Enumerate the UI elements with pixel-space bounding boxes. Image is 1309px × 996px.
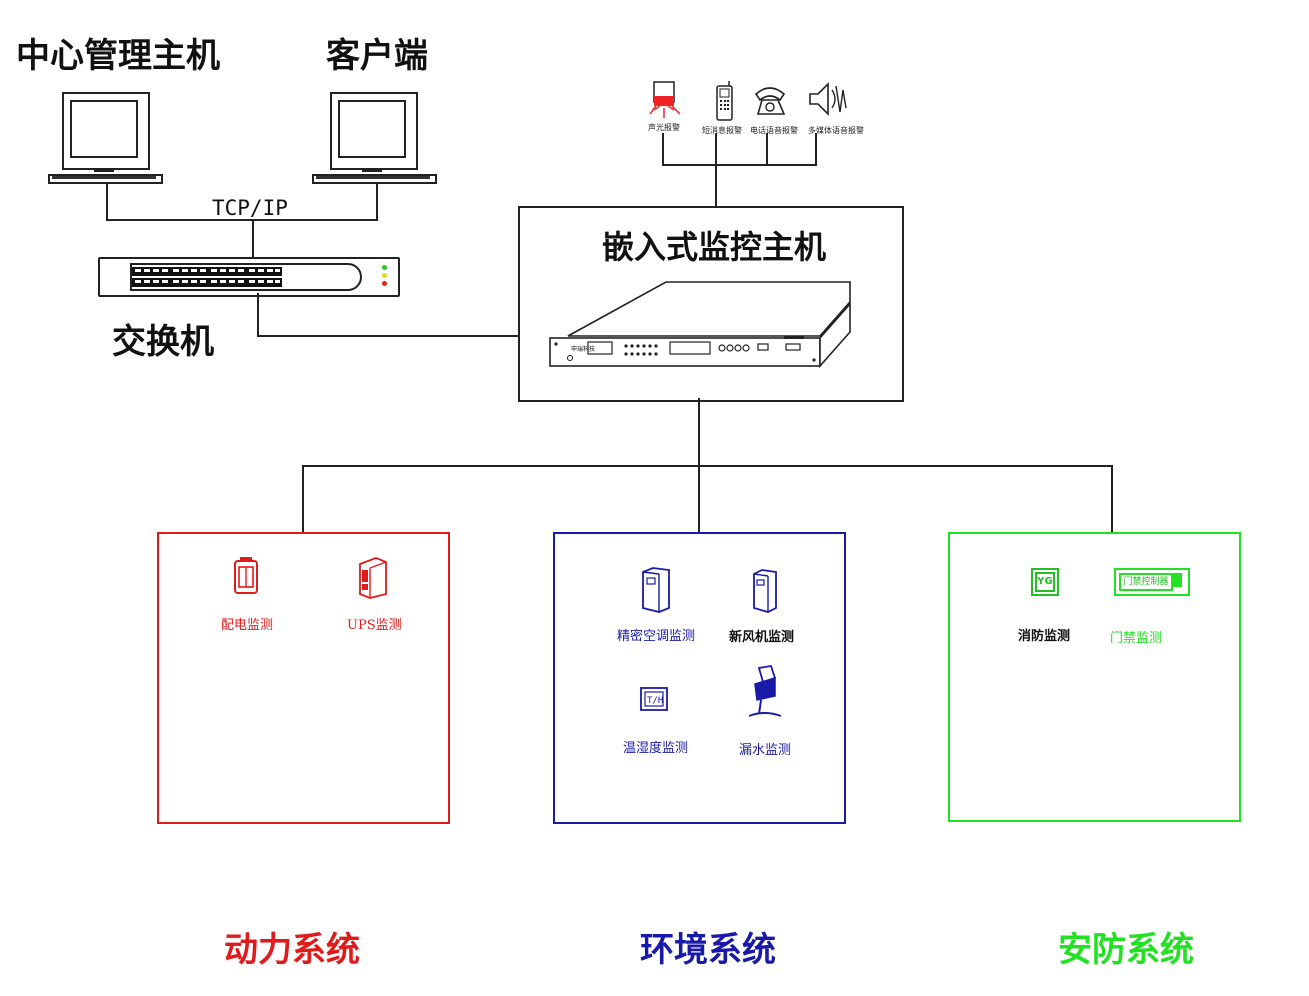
client-label: 客户端 xyxy=(326,36,428,76)
power-item-label: 配电监测 xyxy=(221,618,274,633)
fire-monitor-icon: YG xyxy=(1031,568,1059,596)
telephone-icon xyxy=(754,87,786,115)
power-distribution-icon xyxy=(234,557,258,594)
client-computer-icon xyxy=(312,92,437,184)
central-host-computer-icon xyxy=(48,92,163,184)
temp-humidity-sensor-icon: T/H xyxy=(640,687,668,711)
mobile-phone-icon xyxy=(716,81,733,121)
link-client-down xyxy=(376,184,378,220)
switch-label: 交换机 xyxy=(112,322,214,362)
link-switch-down xyxy=(257,293,259,336)
alarm-label: 声光报警 xyxy=(648,123,680,132)
alarm-drop-telephone xyxy=(766,133,768,165)
switch-led-green xyxy=(382,265,387,270)
link-power-system xyxy=(302,466,304,533)
environment-system-box: 精密空调监测 新风机监测 T/H 温湿度监测 漏水监测 xyxy=(553,532,846,824)
alarm-drop-speaker xyxy=(815,133,817,165)
svg-text:T/H: T/H xyxy=(647,696,663,706)
link-central-down xyxy=(106,184,108,220)
security-system-box: YG 消防监测 门禁控制器 门禁监测 xyxy=(948,532,1241,822)
security-item-label: 消防监测 xyxy=(1018,629,1071,644)
tcpip-label: TCP/IP xyxy=(212,196,288,220)
environment-system-title: 环境系统 xyxy=(640,930,776,970)
link-security-system xyxy=(1111,466,1113,533)
network-switch-icon xyxy=(98,257,400,297)
monitoring-host-device-icon xyxy=(549,281,851,369)
power-system-title: 动力系统 xyxy=(224,930,360,970)
host-title: 嵌入式监控主机 xyxy=(602,228,827,266)
power-item-label: UPS监测 xyxy=(347,618,402,633)
security-system-title: 安防系统 xyxy=(1058,930,1194,970)
ups-icon xyxy=(359,557,387,599)
water-leak-sensor-icon xyxy=(748,664,782,717)
alarm-to-host xyxy=(715,165,717,207)
alarm-label: 短消息报警 xyxy=(702,126,742,135)
environment-item-label: 漏水监测 xyxy=(739,743,792,758)
alarm-drop-siren xyxy=(662,133,664,165)
environment-item-label: 精密空调监测 xyxy=(617,629,696,644)
alarm-label: 电话语音报警 xyxy=(750,126,798,135)
device-brand-label: 申瑞科技 xyxy=(571,346,596,353)
alarm-drop-phone xyxy=(715,133,717,165)
alarm-bus xyxy=(662,164,817,166)
access-control-icon: 门禁控制器 xyxy=(1114,568,1190,596)
switch-led-red xyxy=(382,281,387,286)
security-item-label: 门禁监测 xyxy=(1110,631,1163,646)
environment-item-label: 温湿度监测 xyxy=(623,741,689,756)
systems-bus xyxy=(302,465,1113,467)
fresh-air-unit-icon xyxy=(753,569,777,613)
strobe-siren-icon xyxy=(649,81,681,118)
central-host-label: 中心管理主机 xyxy=(16,36,220,76)
precision-ac-icon xyxy=(642,567,670,613)
speaker-icon xyxy=(809,82,847,116)
switch-led-yellow xyxy=(382,273,387,278)
environment-item-label: 新风机监测 xyxy=(729,630,795,645)
link-switch-to-host xyxy=(257,335,519,337)
link-to-switch xyxy=(252,220,254,258)
power-system-box: 配电监测 UPS监测 xyxy=(157,532,450,824)
link-tcpip-horizontal xyxy=(106,219,378,221)
alarm-label: 多媒体语音报警 xyxy=(808,126,864,135)
switch-ports-icon xyxy=(132,267,282,287)
embedded-host-box: 嵌入式监控主机 申瑞科技 xyxy=(518,206,904,402)
